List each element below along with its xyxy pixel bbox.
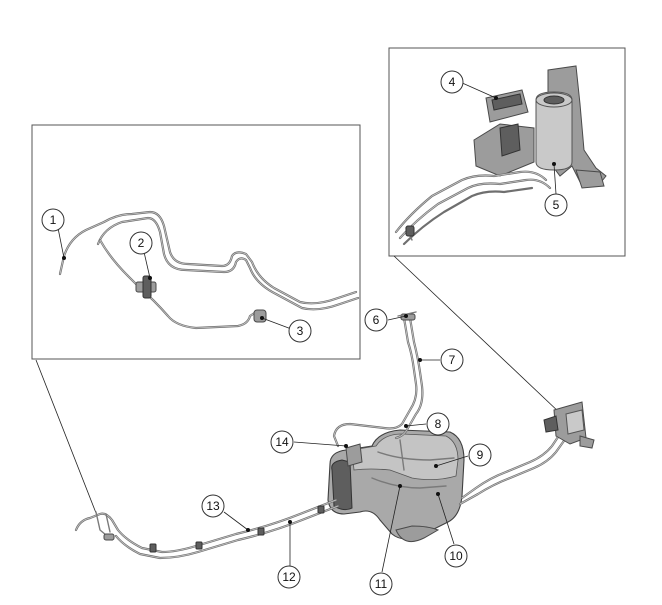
callout-3-label: 3: [297, 324, 304, 338]
callout-6-label: 6: [373, 313, 380, 327]
callout-5-label: 5: [553, 198, 560, 212]
inset-right-leader: [393, 255, 562, 415]
callout-3: 3: [288, 319, 312, 343]
callout-13: 13: [201, 494, 225, 518]
callout-9-label: 9: [477, 448, 484, 462]
callout-10-label: 10: [449, 549, 463, 563]
callout-1-label: 1: [50, 213, 57, 227]
callout-4-label: 4: [449, 75, 456, 89]
detail-left-fuel-lines: [58, 210, 360, 330]
callout-13-label: 13: [206, 499, 220, 513]
callout-leaders: [57, 81, 557, 573]
callout-7-label: 7: [449, 353, 456, 367]
callout-7: 7: [440, 348, 464, 372]
supply-lines-right: [458, 401, 595, 506]
callout-5: 5: [544, 193, 568, 217]
fuel-tank: [327, 429, 465, 543]
callout-14-label: 14: [275, 435, 289, 449]
callout-11-label: 11: [375, 577, 388, 591]
callout-11: 11: [369, 572, 393, 596]
callout-12: 12: [277, 565, 301, 589]
callout-14: 14: [270, 430, 294, 454]
callout-9: 9: [468, 443, 492, 467]
callout-1: 1: [41, 208, 65, 232]
callout-10: 10: [444, 544, 468, 568]
callout-2: 2: [129, 231, 153, 255]
callout-12-label: 12: [282, 570, 296, 584]
inset-left-leader: [35, 359, 97, 514]
detail-frame-left: [31, 124, 361, 360]
callout-4: 4: [440, 70, 464, 94]
callout-8: 8: [426, 412, 450, 436]
callout-2-label: 2: [138, 236, 145, 250]
callout-6: 6: [364, 308, 388, 332]
callout-8-label: 8: [435, 417, 442, 431]
